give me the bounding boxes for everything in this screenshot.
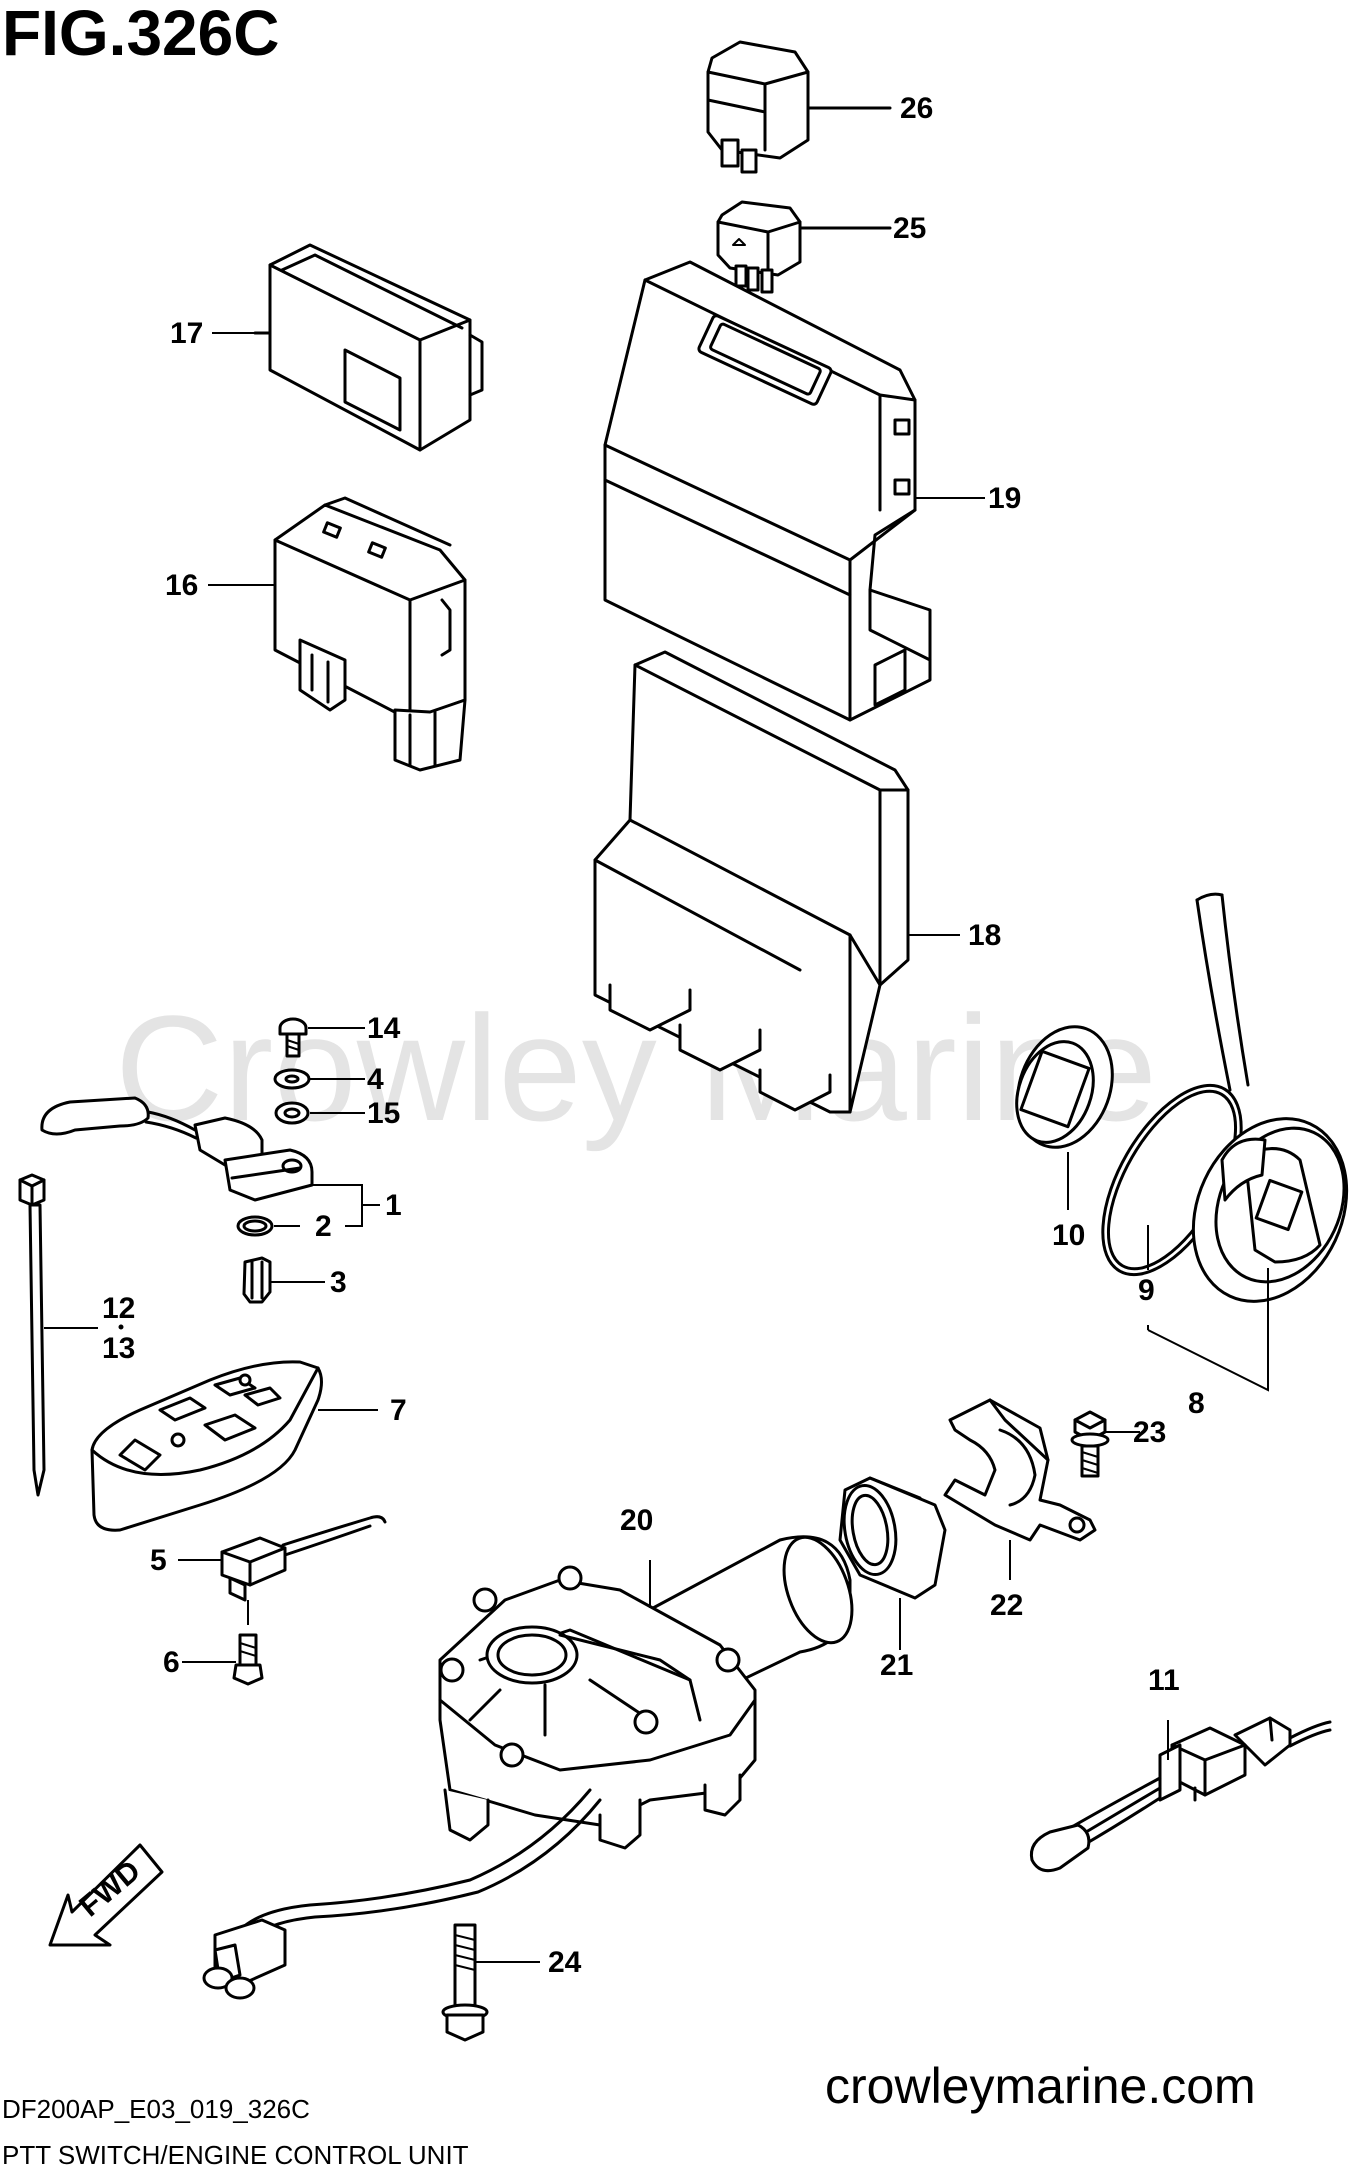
callout-25: 25 [893,212,926,245]
callout-9: 9 [1138,1274,1155,1307]
callout-3: 3 [330,1266,347,1299]
callout-1: 1 [385,1189,402,1222]
part-10-grommet [1015,1025,1114,1210]
callout-14: 14 [367,1012,401,1045]
part-20-ptt-motor [202,1535,854,2000]
part-12-13-cable-tie [18,1173,124,1497]
part-2-o-ring [236,1215,300,1237]
part-1-trim-sensor [40,1096,380,1227]
callout-23: 23 [1133,1416,1166,1449]
part-17-cover [212,243,484,452]
callout-21: 21 [880,1649,913,1682]
callout-18: 18 [968,919,1001,952]
part-22-bracket [943,1398,1097,1580]
part-19-ecu-cover [603,260,985,722]
part-18-ecu [593,650,960,1114]
callout-19: 19 [988,482,1021,515]
part-7-bracket [90,1360,378,1532]
part-14-screw [278,1017,365,1058]
callout-7: 7 [390,1394,407,1427]
callout-17: 17 [170,317,203,350]
callout-26: 26 [900,92,933,125]
part-4-washer [273,1068,365,1090]
callout-16: 16 [165,569,198,602]
callout-8: 8 [1188,1387,1205,1420]
callout-2: 2 [315,1210,332,1243]
part-21-boot [838,1476,947,1650]
part-25-relay [716,200,892,294]
callout-15: 15 [367,1097,400,1130]
part-24-bolt [441,1923,540,2042]
part-3-clip [242,1256,325,1304]
callout-20: 20 [620,1504,653,1537]
part-8-switch-assy [1147,892,1349,1392]
callout-labels: 26 25 17 19 16 18 14 4 15 1 2 3 12 13 10… [102,92,1205,1979]
callout-5: 5 [150,1544,167,1577]
part-26-relay [706,40,892,174]
callout-10: 10 [1052,1219,1085,1252]
fwd-arrow: FWD [48,1843,164,1947]
callout-22: 22 [990,1589,1023,1622]
figure-caption: PTT SWITCH/ENGINE CONTROL UNIT [2,2140,469,2170]
website: crowleymarine.com [825,2058,1256,2114]
figure-code: DF200AP_E03_019_326C [2,2094,310,2124]
part-23-bolt [1070,1410,1140,1478]
part-5-switch [178,1515,387,1602]
figure-title: FIG.326C [2,0,279,69]
callout-13: 13 [102,1332,135,1365]
part-15-washer [274,1101,365,1125]
callout-6: 6 [163,1646,180,1679]
part-16-module [208,496,467,772]
callout-24: 24 [548,1946,582,1979]
part-11-switch-harness [1029,1716,1332,1873]
callout-12: 12 [102,1292,135,1325]
callout-11: 11 [1148,1664,1180,1697]
part-6-screw [182,1600,264,1686]
callout-4: 4 [367,1063,384,1096]
